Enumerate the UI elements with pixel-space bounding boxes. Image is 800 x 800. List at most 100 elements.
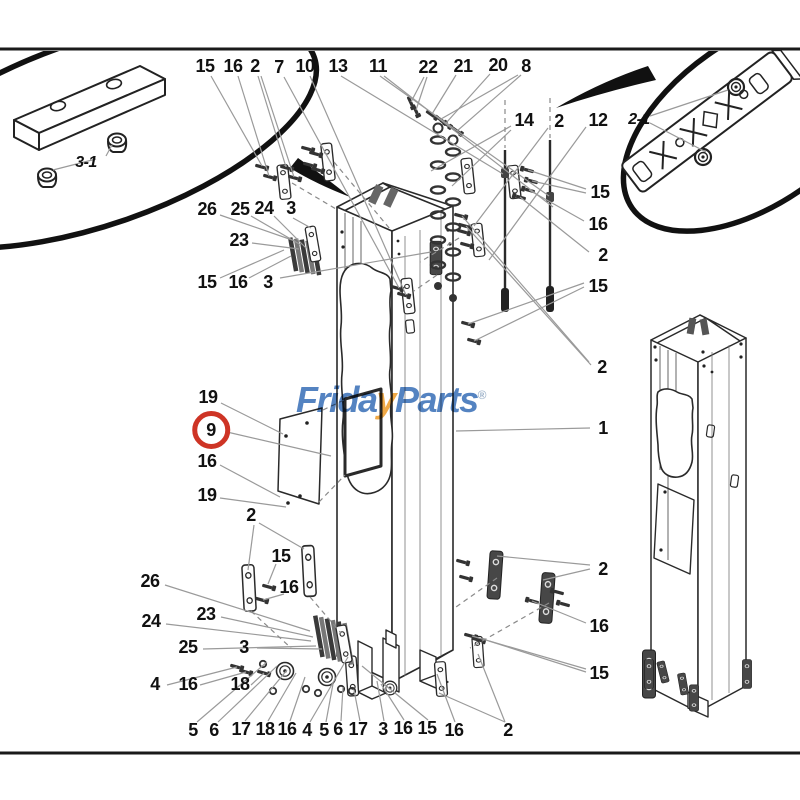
leader-line xyxy=(649,89,729,117)
mast-rivet-dots xyxy=(653,342,743,552)
leader-line xyxy=(380,683,405,721)
leader-line xyxy=(445,73,491,124)
leader-line xyxy=(438,692,506,723)
leader-line xyxy=(309,656,349,723)
leader-line xyxy=(256,647,323,650)
leader-line xyxy=(247,524,255,571)
leader-line xyxy=(325,683,334,723)
leader-line xyxy=(322,399,345,411)
detail-bubble-right xyxy=(556,51,800,234)
leader-line xyxy=(519,196,590,253)
leader-line xyxy=(496,555,591,566)
leader-line xyxy=(542,568,591,581)
leader-line xyxy=(465,225,592,366)
leader-line xyxy=(257,75,287,168)
leader-line xyxy=(383,75,554,208)
leader-line xyxy=(220,402,284,435)
leader-line xyxy=(260,75,295,178)
leader-line xyxy=(289,676,306,722)
leader-line xyxy=(473,286,585,342)
leader-line xyxy=(219,249,285,279)
leader-line xyxy=(105,144,113,157)
leader-line xyxy=(250,610,292,649)
leader-line xyxy=(461,215,590,363)
leader-line xyxy=(250,215,302,246)
leader-line xyxy=(262,593,285,601)
leader-line xyxy=(309,596,342,634)
leader-line xyxy=(258,522,305,550)
leader-line xyxy=(419,237,460,263)
washer-stack xyxy=(429,122,462,302)
main-mast-art xyxy=(277,182,454,700)
leader-line xyxy=(440,74,519,120)
leader-line xyxy=(528,189,585,222)
leader-line xyxy=(430,125,512,172)
leader-line xyxy=(219,497,287,508)
leader-line xyxy=(467,282,585,325)
leader-line xyxy=(451,129,512,187)
leader-line xyxy=(531,600,587,624)
leader-line xyxy=(219,464,281,498)
leader-line xyxy=(353,689,361,722)
leader-lines-layer xyxy=(52,73,729,723)
leader-line xyxy=(456,74,522,132)
leader-line xyxy=(488,126,587,261)
brand-text-post: Parts xyxy=(395,379,479,420)
leader-line xyxy=(220,616,314,638)
leader-line xyxy=(431,74,457,115)
leader-line xyxy=(333,161,391,230)
leader-line xyxy=(477,653,506,723)
leader-line xyxy=(473,127,549,227)
leader-line xyxy=(488,640,587,673)
brand-swoosh: y xyxy=(376,379,397,420)
brand-text-pre: Frida xyxy=(296,379,378,420)
leader-line xyxy=(219,214,296,242)
registered-mark: ® xyxy=(477,388,487,402)
leader-line xyxy=(52,158,97,171)
leader-line xyxy=(376,680,385,722)
leader-line xyxy=(413,274,438,292)
leader-line xyxy=(279,251,432,279)
leader-line xyxy=(237,75,270,177)
leader-line xyxy=(166,666,238,686)
leader-line xyxy=(217,665,278,723)
shim-block xyxy=(304,225,322,263)
part-pad-bar xyxy=(13,65,166,151)
leader-line xyxy=(340,75,504,175)
right-mast-art xyxy=(650,314,747,718)
leader-line xyxy=(165,623,312,642)
leader-line xyxy=(361,665,429,721)
detail-bubble-left xyxy=(0,51,350,251)
leader-line xyxy=(164,584,311,632)
bushing-icon xyxy=(37,167,58,188)
leader-line xyxy=(415,76,428,111)
part-lattice-plate xyxy=(621,49,800,193)
brand-watermark: FridayParts® xyxy=(296,379,487,421)
leader-line xyxy=(248,255,292,279)
leader-line xyxy=(455,427,591,432)
leader-line xyxy=(531,180,587,194)
frame-border xyxy=(0,47,800,755)
leader-line xyxy=(244,669,288,722)
leader-line xyxy=(210,75,263,167)
leader-line xyxy=(318,474,346,503)
tie-rods xyxy=(501,140,554,312)
leader-line xyxy=(267,563,277,585)
bushing-icon xyxy=(107,132,128,153)
leader-line xyxy=(469,602,550,649)
leader-line xyxy=(649,122,707,153)
leader-line xyxy=(196,661,268,723)
leader-line xyxy=(283,76,400,289)
leader-line xyxy=(273,215,307,249)
leader-line xyxy=(527,169,587,190)
leader-line xyxy=(292,217,312,229)
leader-line xyxy=(340,686,344,722)
leader-line xyxy=(410,76,425,103)
leader-line xyxy=(199,671,247,686)
leader-line xyxy=(226,431,332,457)
leader-line xyxy=(250,672,265,686)
leader-line xyxy=(436,673,456,723)
leader-line xyxy=(379,75,550,197)
